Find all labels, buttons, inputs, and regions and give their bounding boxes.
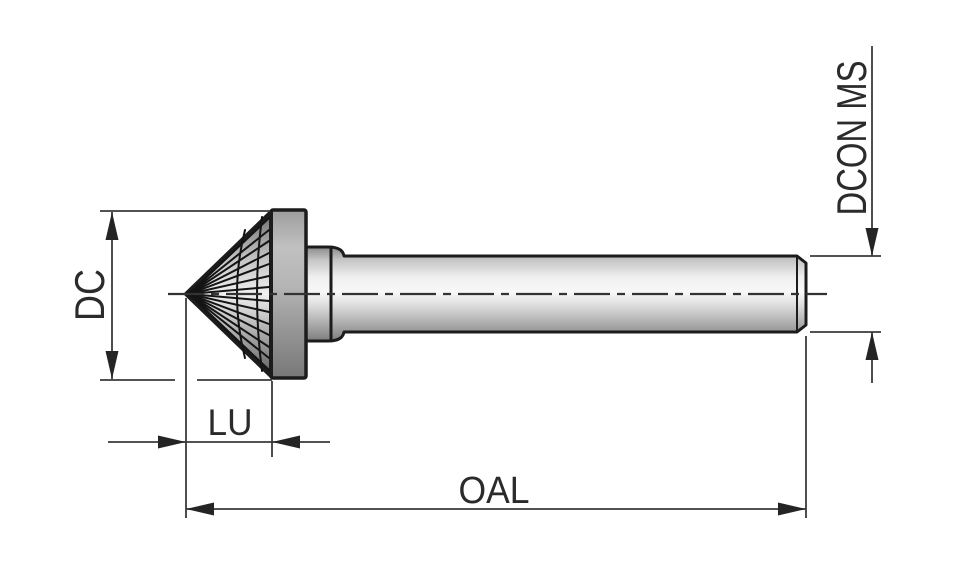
lu-arrow-right [272,435,300,449]
dc-dimension: DC [66,210,272,381]
oal-label: OAL [459,470,530,512]
lu-arrow-left [158,435,186,449]
oal-arrow-left [186,502,214,516]
oal-arrow-right [778,502,806,516]
lu-label: LU [208,402,253,443]
dcon-arrow-down [865,228,879,256]
lu-dimension: LU [108,298,330,518]
oal-dimension: OAL [186,336,807,518]
dc-label: DC [66,269,113,321]
dcon-label: DCON MS [828,61,875,216]
dcon-dimension: DCON MS [810,46,881,383]
dcon-arrow-up [865,332,879,360]
dc-arrow-down [105,351,119,379]
shank [329,245,808,343]
flute-lines [188,217,270,371]
dc-arrow-up [105,212,119,240]
